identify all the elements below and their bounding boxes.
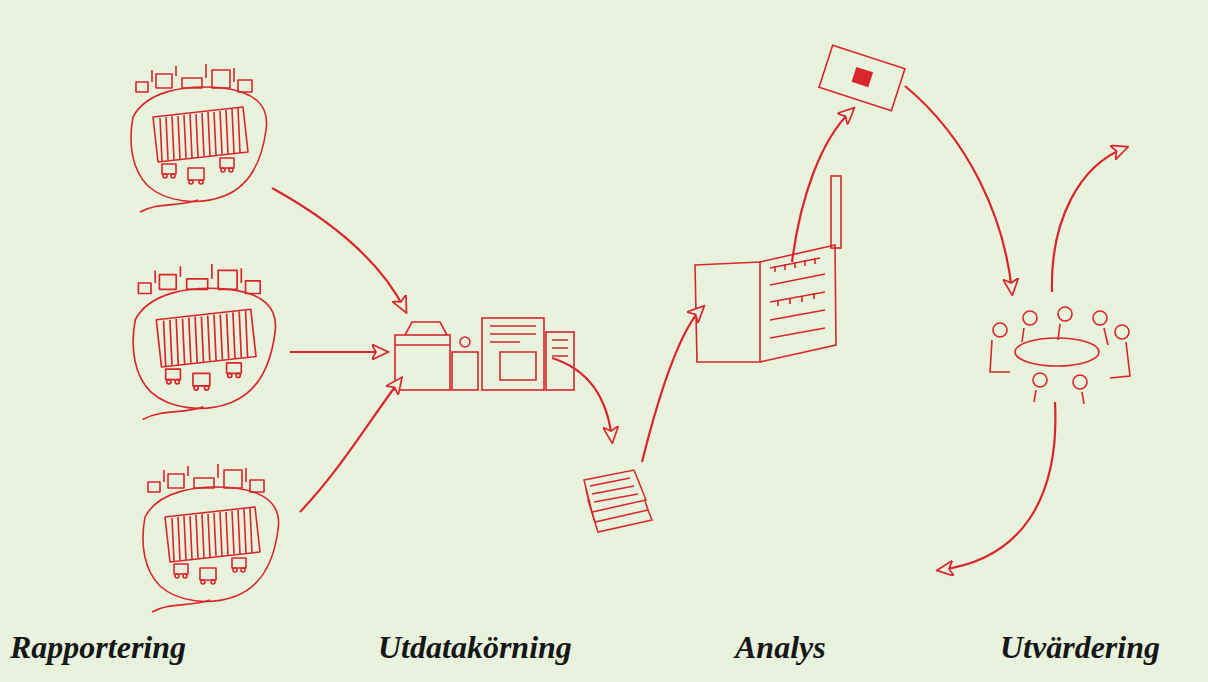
sketch-line: [778, 293, 814, 306]
sketch-shape: [1033, 373, 1047, 387]
sketch-shape: [993, 323, 1007, 337]
sketch-line: [490, 326, 536, 380]
sketch-line: [590, 478, 638, 502]
report-sketch: [819, 45, 905, 110]
sketch-line: [695, 262, 760, 362]
sketch-line: [584, 470, 646, 512]
sketch-line: [905, 86, 1012, 292]
sketch-line: [552, 358, 612, 440]
sketch-line: [300, 380, 400, 512]
sketch-line: [1104, 328, 1108, 345]
site-sketch: [133, 264, 275, 419]
sketch-shape: [1073, 375, 1087, 389]
sketch-shape: [853, 68, 873, 86]
sketch-shape: [1015, 338, 1099, 366]
sketch-line: [272, 188, 405, 310]
stage-label: Utvärdering: [1000, 630, 1160, 665]
sketch-line: [1110, 342, 1130, 378]
sketch-line: [1034, 390, 1036, 402]
sketch-line: [1082, 392, 1084, 404]
sketch-line: [760, 245, 836, 362]
sketch-line: [990, 340, 1010, 372]
sketch-line: [770, 258, 825, 338]
stage-label: Rapportering: [10, 630, 186, 665]
sketch-line: [290, 351, 385, 353]
meeting-sketch: [990, 307, 1130, 404]
sketch-shape: [452, 352, 478, 390]
sketch-line: [775, 258, 815, 272]
sketch-shape: [395, 335, 450, 390]
sketch-shape: [831, 176, 841, 248]
site-sketch: [131, 64, 267, 212]
stage-label: Utdatakörning: [378, 630, 572, 665]
reporting-sites: [131, 64, 279, 612]
sketch-shape: [819, 45, 905, 110]
sketch-shape: [482, 318, 544, 390]
sketch-shape: [1058, 307, 1072, 321]
sketch-line: [552, 340, 568, 356]
sketch-shape: [819, 45, 905, 110]
sketch-shape: [460, 337, 470, 347]
sketch-line: [395, 322, 450, 345]
sketch-line: [642, 308, 702, 462]
stage-label-slot: Analys: [735, 630, 826, 665]
stage-label-slot: Utvärdering: [1000, 630, 1160, 665]
computer-sketch: [395, 318, 574, 390]
sketch-shape: [1023, 311, 1037, 325]
printout-sketch: [584, 470, 652, 532]
sketch-line: [940, 402, 1055, 570]
stage-label-slot: Utdatakörning: [378, 630, 572, 665]
sketch-line: [1052, 148, 1125, 292]
sketch-shape: [1093, 311, 1107, 325]
flow-arrows: [272, 86, 1125, 570]
sketch-shape: [1115, 325, 1129, 339]
sketch-line: [792, 110, 852, 262]
factory-sketch: [695, 176, 841, 362]
stage-label-slot: Rapportering: [10, 630, 186, 665]
site-sketch: [143, 464, 279, 612]
sketch-line: [1022, 328, 1024, 342]
sketch-line: [1058, 324, 1060, 340]
stage-label: Analys: [735, 630, 826, 665]
